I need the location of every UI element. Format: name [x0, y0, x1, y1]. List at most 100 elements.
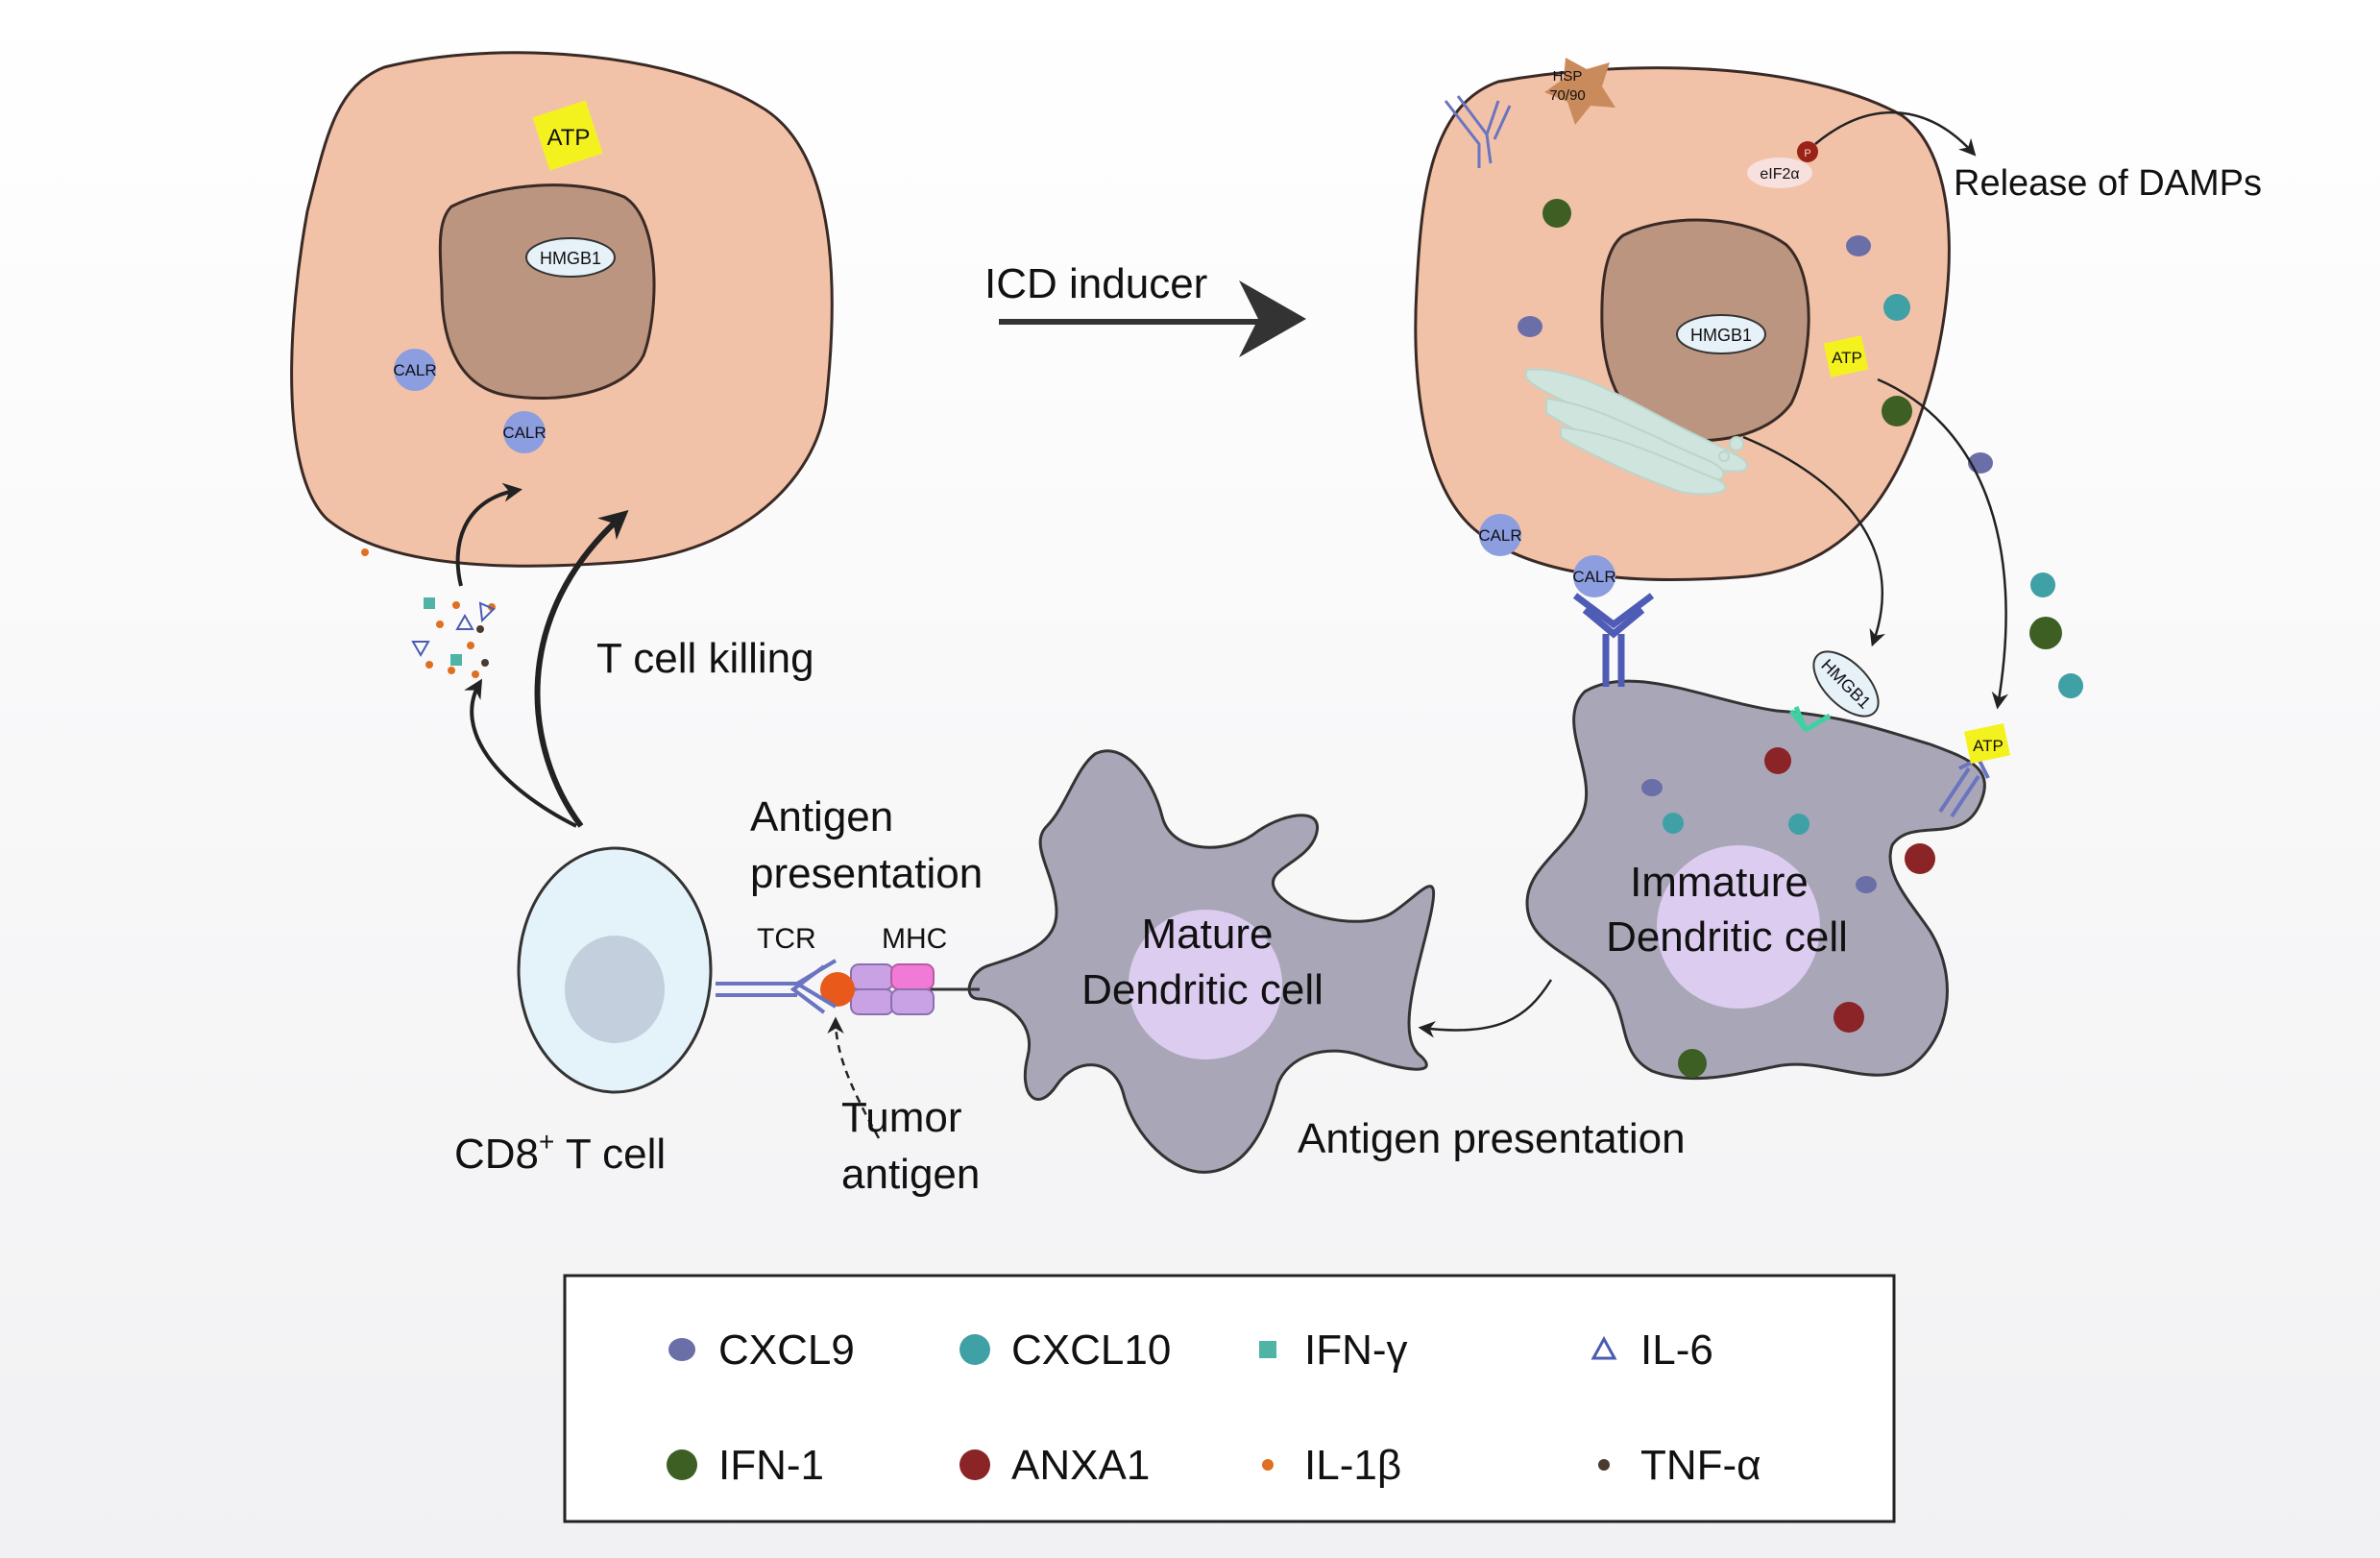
legend-marker [668, 1338, 695, 1361]
atp-receptor: ATP [1938, 723, 2011, 818]
tcr-receptor [716, 959, 838, 1014]
legend-item-ifn-1: IFN-1 [667, 1442, 824, 1489]
legend-marker [1591, 1335, 1617, 1360]
atp-left: ATP [532, 100, 603, 171]
tumor-antigen [820, 972, 855, 1007]
calr-left-1: CALR [393, 349, 437, 391]
cxcl9-dot [1641, 779, 1663, 796]
t-cell-killing-arrow [534, 510, 629, 828]
ifn-1-dot [1882, 396, 1912, 426]
calr-left-2: CALR [502, 411, 546, 453]
mature-dc-label-2: Dendritic cell [1081, 966, 1324, 1013]
hsp-label-2: 70/90 [1549, 87, 1586, 104]
anxa1-dot [1834, 1002, 1864, 1033]
legend-item-il-1-: IL-1β [1262, 1442, 1401, 1489]
anxa1-dot [1905, 843, 1935, 874]
calr-right-1: CALR [1478, 514, 1522, 556]
atp-label: ATP [1832, 349, 1862, 367]
legend-label: IL-1β [1304, 1442, 1401, 1489]
tcr-label: TCR [757, 923, 816, 955]
ifn-1-dot [1678, 1049, 1707, 1078]
immature-dc-label-1: Immature [1630, 859, 1809, 906]
legend-item-cxcl10: CXCL10 [959, 1327, 1171, 1374]
calr-receptor [1572, 593, 1655, 687]
cxcl10-dot [1788, 814, 1809, 835]
hsp-label-1: HSP [1553, 68, 1583, 85]
mhc-complex [850, 963, 980, 1015]
legend-label: CXCL9 [718, 1327, 855, 1374]
hmgb1-left: HMGB1 [525, 237, 616, 278]
calr-right-2: CALR [1572, 555, 1616, 597]
immature-dendritic-cell: Immature Dendritic cell [1525, 679, 1986, 1081]
legend-label: IFN-1 [718, 1442, 824, 1489]
ifn-1-dot [2029, 617, 2062, 649]
icd-inducer-arrow: ICD inducer [984, 260, 1306, 357]
legend-item-il-6: IL-6 [1591, 1327, 1713, 1374]
hmgb1-label: HMGB1 [1690, 326, 1752, 345]
legend-label: CXCL10 [1011, 1327, 1171, 1374]
calr-label: CALR [1572, 568, 1615, 586]
cd8-t-cell-label: CD8+ T cell [454, 1127, 666, 1178]
atp-right: ATP [1823, 335, 1869, 377]
antigen-presentation-top-label-1: Antigen [750, 793, 893, 840]
hmgb1-label: HMGB1 [540, 249, 601, 268]
mhc-label: MHC [882, 923, 947, 955]
hsp-70-90: HSP 70/90 [1544, 58, 1615, 125]
t-cell-nucleus [565, 936, 665, 1043]
mature-dc-nucleus [1129, 910, 1282, 1059]
legend-item-tnf-: TNF-α [1598, 1442, 1761, 1489]
eif2a-label: eIF2α [1760, 166, 1799, 183]
calr-label: CALR [502, 424, 546, 442]
phospho-label: P [1804, 148, 1810, 159]
cxcl9-dot [1518, 316, 1542, 337]
cxcl10-dot [2030, 572, 2055, 597]
cxcl9-dot [1856, 876, 1877, 893]
tumor-antigen-arrow [827, 1016, 881, 1139]
cxcl10-dot [1663, 813, 1684, 834]
legend-item-anxa1: ANXA1 [959, 1442, 1150, 1489]
cytokine-release-arrow [464, 678, 577, 828]
legend-marker [959, 1334, 990, 1365]
cxcl10-dot [1883, 294, 1910, 321]
nucleus-left [438, 183, 656, 401]
immature-dc-label-2: Dendritic cell [1606, 913, 1848, 961]
hmgb1-arrow [1742, 435, 1885, 647]
icd-inducer-label: ICD inducer [984, 260, 1207, 307]
maturation-arrow [1418, 979, 1553, 1038]
legend-item-ifn-: IFN-γ [1259, 1327, 1408, 1374]
hmgb1-right: HMGB1 [1676, 314, 1766, 354]
cytokine-to-cell-arrow [455, 482, 522, 587]
legend-label: IFN-γ [1304, 1327, 1408, 1374]
cd8-t-cell [517, 846, 713, 1094]
surface-receptor [1444, 95, 1512, 168]
cxcl9-dot [1846, 235, 1871, 256]
legend-marker [1259, 1341, 1276, 1358]
legend-marker [667, 1449, 697, 1480]
tumor-cell-right: HMGB1 HSP 70/90 eIF2α P ATP [1414, 58, 1951, 597]
atp-label: ATP [547, 125, 591, 151]
legend-marker [959, 1449, 990, 1480]
legend-marker [1262, 1459, 1274, 1471]
tumor-antigen-label-2: antigen [841, 1151, 980, 1198]
t-cell-killing-label: T cell killing [596, 635, 814, 682]
immature-dc-nucleus [1657, 845, 1820, 1009]
eif2a: eIF2α P [1747, 141, 1818, 188]
atp-label: ATP [1973, 737, 2004, 755]
legend-label: IL-6 [1640, 1327, 1713, 1374]
antigen-presentation-top-label-2: presentation [750, 850, 983, 897]
er-golgi [1524, 368, 1748, 496]
legend-label: TNF-α [1640, 1442, 1761, 1489]
atp-arrow [1877, 377, 2008, 710]
anxa1-dot [1764, 747, 1791, 774]
tumor-cell-left: HMGB1 ATP CALR CALR [290, 51, 834, 568]
cxcl10-dot [2058, 673, 2083, 698]
antigen-presentation-bottom-label: Antigen presentation [1298, 1115, 1686, 1162]
calr-label: CALR [393, 361, 436, 379]
legend-item-cxcl9: CXCL9 [668, 1327, 855, 1374]
legend-label: ANXA1 [1011, 1442, 1150, 1489]
legend-marker [1598, 1459, 1610, 1471]
cytokine-cluster [361, 548, 496, 678]
tumor-antigen-label-1: Tumor [841, 1094, 962, 1141]
